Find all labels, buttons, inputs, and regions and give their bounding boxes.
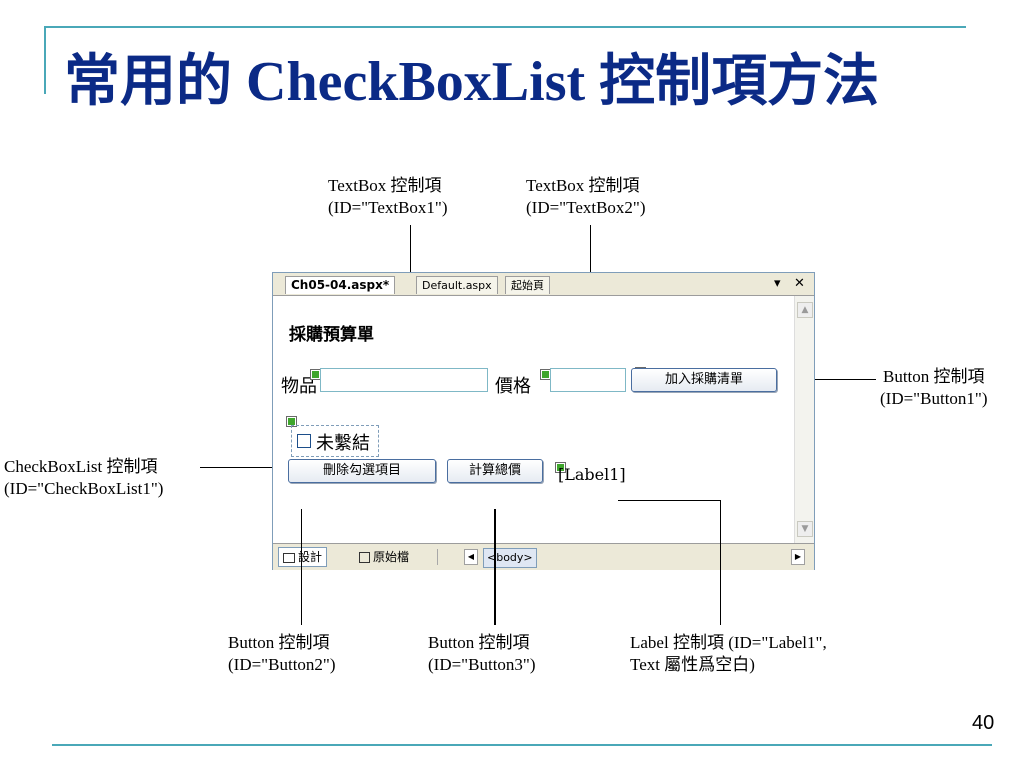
leader-line-button3	[494, 509, 496, 625]
aspx-designer-window: Ch05-04.aspx* Default.aspx 起始頁 ▾ ✕ 採購預算單…	[272, 272, 815, 570]
view-switch-bar: 設計 原始檔 ◀ <body> ▶	[273, 543, 814, 570]
callout-textbox2-line2: (ID="TextBox2")	[526, 198, 646, 217]
price-label: 價格	[495, 376, 531, 397]
checkboxlist1[interactable]: 未繫結	[291, 425, 379, 457]
control-glyph-icon	[555, 462, 566, 473]
breadcrumb-body-tag[interactable]: <body>	[483, 548, 537, 568]
callout-button2-line2: (ID="Button2")	[228, 655, 336, 674]
calculate-total-button[interactable]: 計算總價	[447, 459, 543, 483]
design-view-label: 設計	[298, 550, 323, 564]
callout-checkboxlist1-line2: (ID="CheckBoxList1")	[4, 479, 164, 498]
slide-title: 常用的 CheckBoxList 控制項方法	[64, 51, 880, 113]
top-divider	[44, 26, 966, 28]
design-view-icon	[283, 552, 295, 563]
callout-button1-line2: (ID="Button1")	[880, 389, 988, 408]
close-icon[interactable]: ✕	[794, 276, 805, 291]
callout-textbox1: TextBox 控制項 (ID="TextBox1")	[328, 175, 448, 219]
leader-line-button1	[775, 379, 876, 380]
item-label: 物品	[281, 376, 317, 397]
callout-textbox1-line2: (ID="TextBox1")	[328, 198, 448, 217]
source-view-icon	[359, 552, 370, 563]
callout-button3-line2: (ID="Button3")	[428, 655, 536, 674]
checkbox-label: 未繫結	[316, 433, 370, 454]
source-view-label: 原始檔	[373, 550, 410, 564]
callout-button3-line1: Button 控制項	[428, 633, 530, 652]
leader-line-label1-v	[720, 500, 721, 625]
tab-design-view[interactable]: 設計	[278, 547, 328, 567]
callout-checkboxlist1: CheckBoxList 控制項 (ID="CheckBoxList1")	[4, 456, 163, 500]
separator	[437, 549, 438, 565]
callout-textbox2-line1: TextBox 控制項	[526, 176, 640, 195]
bottom-divider	[52, 744, 992, 746]
tab-ch05-04[interactable]: Ch05-04.aspx*	[285, 276, 396, 294]
callout-button2-line1: Button 控制項	[228, 633, 330, 652]
textbox1-input[interactable]	[320, 368, 488, 392]
label1-control: [Label1]	[558, 465, 626, 484]
scroll-down-icon[interactable]: ▼	[797, 521, 813, 537]
callout-button1: Button 控制項 (ID="Button1")	[880, 366, 988, 410]
tab-source-view[interactable]: 原始檔	[359, 548, 409, 566]
tab-start-page[interactable]: 起始頁	[505, 276, 550, 294]
left-accent-bar	[44, 26, 46, 94]
checkbox[interactable]	[297, 434, 311, 448]
callout-label1-line1: Label 控制項 (ID="Label1",	[630, 633, 827, 652]
breadcrumb-right-arrow-icon[interactable]: ▶	[791, 549, 805, 565]
vertical-scrollbar[interactable]: ▲ ▼	[794, 296, 814, 543]
document-tab-strip: Ch05-04.aspx* Default.aspx 起始頁 ▾ ✕	[273, 273, 814, 296]
callout-label1: Label 控制項 (ID="Label1", Text 屬性爲空白)	[630, 632, 827, 676]
breadcrumb-left-arrow-icon[interactable]: ◀	[464, 549, 478, 565]
callout-checkboxlist1-line1: CheckBoxList 控制項	[4, 457, 158, 476]
textbox2-input[interactable]	[550, 368, 626, 392]
page-number: 40	[972, 712, 995, 734]
leader-line-label1-h	[618, 500, 720, 501]
tab-dropdown-icon[interactable]: ▾	[774, 276, 781, 291]
leader-line-checkboxlist1	[200, 467, 288, 468]
delete-checked-button[interactable]: 刪除勾選項目	[288, 459, 436, 483]
callout-button1-line1: Button 控制項	[882, 367, 985, 386]
control-glyph-icon	[540, 369, 551, 380]
scroll-up-icon[interactable]: ▲	[797, 302, 813, 318]
add-to-list-button[interactable]: 加入採購清單	[631, 368, 777, 392]
control-glyph-icon	[310, 369, 321, 380]
callout-textbox1-line1: TextBox 控制項	[328, 176, 442, 195]
tab-default[interactable]: Default.aspx	[416, 276, 498, 294]
form-heading: 採購預算單	[289, 325, 374, 345]
callout-label1-line2: Text 屬性爲空白)	[630, 655, 755, 674]
leader-line-button2	[301, 509, 302, 625]
callout-button2: Button 控制項 (ID="Button2")	[228, 632, 336, 676]
callout-textbox2: TextBox 控制項 (ID="TextBox2")	[526, 175, 646, 219]
design-surface: 採購預算單 物品 價格 加入採購清單 未繫結 刪除勾選項目 計算總價 [Labe…	[273, 296, 793, 543]
callout-button3: Button 控制項 (ID="Button3")	[428, 632, 536, 676]
